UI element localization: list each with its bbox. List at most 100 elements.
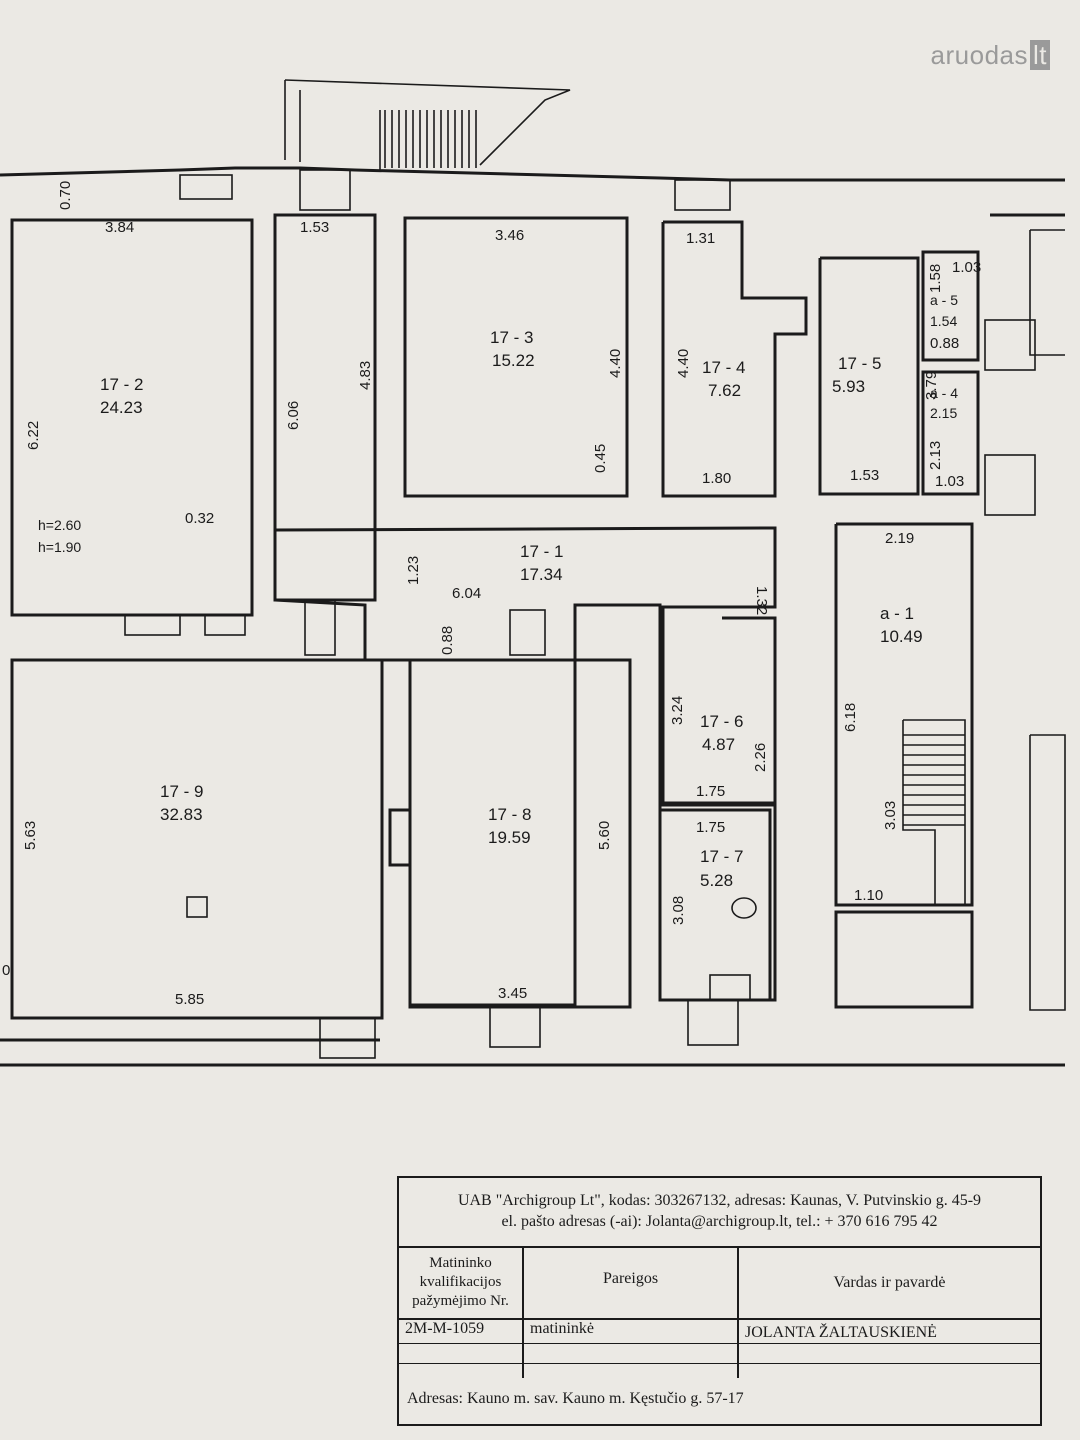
name-column: Vardas ir pavardė JOLANTA ŽALTAUSKIENĖ xyxy=(739,1248,1040,1378)
room-label-17-7: 17 - 7 xyxy=(700,847,743,866)
dim-label: 6.04 xyxy=(452,585,481,602)
dim-label: 2.13 xyxy=(927,441,944,470)
room-17-3 xyxy=(403,216,629,498)
dim-label: 3.45 xyxy=(498,985,527,1002)
door-markers xyxy=(124,169,739,1059)
room-area-17-4: 7.62 xyxy=(708,381,741,400)
dim-label: 1.03 xyxy=(935,473,964,490)
dim-label: 5.63 xyxy=(22,821,39,850)
room-label-17-9: 17 - 9 xyxy=(160,782,203,801)
dim-label: 0.88 xyxy=(930,335,959,352)
room-17-5 xyxy=(818,256,920,496)
position-header: Pareigos xyxy=(524,1248,737,1320)
room-label-17-2: 17 - 2 xyxy=(100,375,143,394)
dim-label: 4.83 xyxy=(357,361,374,390)
room-area-17-1: 17.34 xyxy=(520,565,563,584)
title-block-header: UAB "Archigroup Lt", kodas: 303267132, a… xyxy=(399,1178,1040,1248)
dim-label: 1.23 xyxy=(405,556,422,585)
email-line: el. pašto adresas (-ai): Jolanta@archigr… xyxy=(501,1213,938,1230)
dim-label: 3.84 xyxy=(105,219,134,236)
surveyor-table: Matininko kvalifikacijos pažymėjimo Nr. … xyxy=(399,1248,1040,1378)
room-a-5 xyxy=(921,250,980,362)
position-column: Pareigos matininkė xyxy=(524,1248,739,1378)
dim-label: 3.46 xyxy=(495,227,524,244)
dim-label: 2.26 xyxy=(752,743,769,772)
dim-label: 1.53 xyxy=(850,467,879,484)
height-label: h=1.90 xyxy=(38,539,81,555)
dim-label: 1.32 xyxy=(753,586,770,615)
dim-label: 6.22 xyxy=(25,421,42,450)
room-a-1 xyxy=(834,522,974,1009)
dim-label: 4.40 xyxy=(607,349,624,378)
dim-label: 3.03 xyxy=(882,801,899,830)
title-block: UAB "Archigroup Lt", kodas: 303267132, a… xyxy=(397,1176,1042,1426)
room-area-17-2: 24.23 xyxy=(100,398,143,417)
room-17-6 xyxy=(660,616,777,805)
dim-label: 0.88 xyxy=(439,626,456,655)
address-value: Kauno m. sav. Kauno m. Kęstučio g. 57-17 xyxy=(466,1390,744,1407)
room-label-17-6: 17 - 6 xyxy=(700,712,743,731)
room-labels: 17 - 2 24.23 17 - 3 15.22 17 - 4 7.62 17… xyxy=(100,292,958,890)
dim-label: 4.40 xyxy=(675,349,692,378)
room-label-a-4: a - 4 xyxy=(930,385,958,401)
dim-label: 6.06 xyxy=(285,401,302,430)
name-value: JOLANTA ŽALTAUSKIENĖ xyxy=(739,1320,1040,1344)
room-area-17-3: 15.22 xyxy=(492,351,535,370)
dim-label: 0 xyxy=(2,962,10,979)
room-area-17-5: 5.93 xyxy=(832,377,865,396)
watermark-suffix: lt xyxy=(1030,40,1050,70)
company-line: UAB "Archigroup Lt", kodas: 303267132, a… xyxy=(457,1192,982,1209)
top-stair xyxy=(284,79,571,170)
dim-label: 1.80 xyxy=(702,470,731,487)
exterior-right xyxy=(984,229,1066,1011)
name-header: Vardas ir pavardė xyxy=(739,1248,1040,1320)
room-area-a-1: 10.49 xyxy=(880,627,923,646)
room-area-a-5: 1.54 xyxy=(930,313,957,329)
dimension-labels: 0.70 3.84 1.53 3.46 1.31 1.58 1.03 6.22 … xyxy=(2,181,981,1008)
address-row: Adresas: Kauno m. sav. Kauno m. Kęstučio… xyxy=(399,1390,1040,1408)
room-label-17-5: 17 - 5 xyxy=(838,354,881,373)
cert-number: 2M-M-1059 xyxy=(399,1320,522,1344)
dim-label: 1.31 xyxy=(686,230,715,247)
address-label: Adresas: xyxy=(407,1390,463,1407)
room-label-a-5: a - 5 xyxy=(930,292,958,308)
dim-label: 2.19 xyxy=(885,530,914,547)
stair-a-1 xyxy=(902,719,966,905)
dim-label: 5.60 xyxy=(596,821,613,850)
room-17-2 xyxy=(10,218,254,617)
room-17-4 xyxy=(661,220,808,498)
room-label-a-1: a - 1 xyxy=(880,604,914,623)
dim-label: 3.79 xyxy=(923,371,940,400)
dim-label: 1.10 xyxy=(854,887,883,904)
room-label-17-1: 17 - 1 xyxy=(520,542,563,561)
dim-label: 1.75 xyxy=(696,783,725,800)
room-area-17-8: 19.59 xyxy=(488,828,531,847)
dim-label: 3.08 xyxy=(670,896,687,925)
room-area-17-6: 4.87 xyxy=(702,735,735,754)
room-label-17-3: 17 - 3 xyxy=(490,328,533,347)
dim-label: 0.45 xyxy=(592,444,609,473)
room-area-17-7: 5.28 xyxy=(700,871,733,890)
watermark-brand: aruodas xyxy=(930,40,1028,70)
height-label: h=2.60 xyxy=(38,517,81,533)
room-label-17-4: 17 - 4 xyxy=(702,358,745,377)
dim-label: 1.53 xyxy=(300,219,329,236)
room-label-17-8: 17 - 8 xyxy=(488,805,531,824)
dim-label: 5.85 xyxy=(175,991,204,1008)
dim-label: 1.75 xyxy=(696,819,725,836)
cert-header: Matininko kvalifikacijos pažymėjimo Nr. xyxy=(399,1248,522,1320)
room-17-9 xyxy=(10,658,384,1020)
room-17-8 xyxy=(388,658,632,1009)
dim-label: 6.18 xyxy=(842,703,859,732)
room-area-17-9: 32.83 xyxy=(160,805,203,824)
room-a-4 xyxy=(921,370,980,496)
dim-label: 0.32 xyxy=(185,510,214,527)
dim-label: 1.58 xyxy=(927,264,944,293)
room-area-a-4: 2.15 xyxy=(930,405,957,421)
position-value: matininkė xyxy=(524,1320,737,1344)
cert-column: Matininko kvalifikacijos pažymėjimo Nr. … xyxy=(399,1248,524,1378)
dim-label: 1.03 xyxy=(952,259,981,276)
dim-label: 0.70 xyxy=(57,181,74,210)
